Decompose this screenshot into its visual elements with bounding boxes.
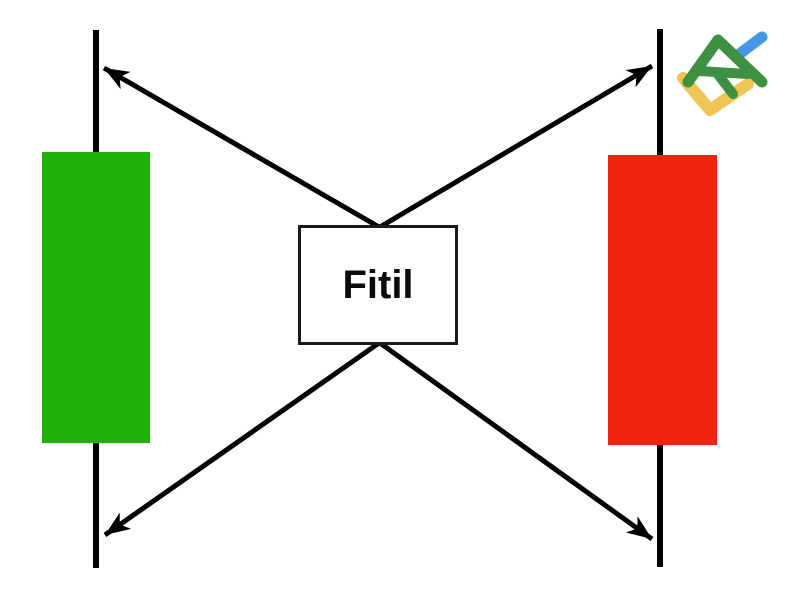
arrow-to-right-wick-top [378,63,654,230]
left-candle-body [42,152,150,443]
logo-green-stem [711,67,738,99]
arrow-to-left-wick-top [102,65,381,230]
arrow-to-left-wick-bottom [103,340,381,538]
wick-label-box: Fitil [298,225,458,345]
wick-label: Fitil [342,263,414,307]
logo-blue-accent [732,31,768,61]
litefinance-logo-icon [677,31,768,116]
arrow-to-right-wick-bottom [378,340,654,542]
logo-green-bar [693,66,753,79]
right-candle-body [608,155,717,445]
